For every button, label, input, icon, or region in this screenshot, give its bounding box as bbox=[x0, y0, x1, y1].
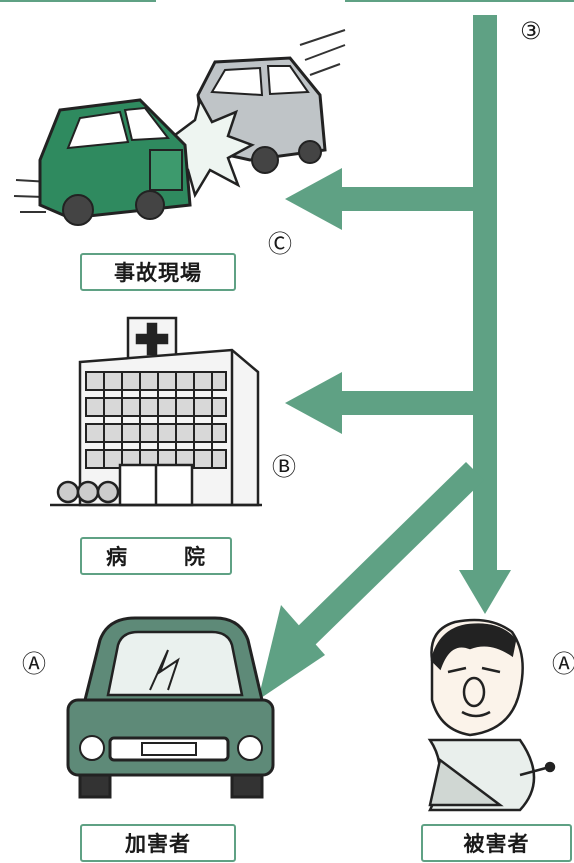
branch-car-line bbox=[294, 462, 484, 648]
label-accident-scene-text: 事故現場 bbox=[114, 261, 202, 285]
marker-car: Ⓐ bbox=[22, 650, 46, 678]
label-hospital-char-2: 院 bbox=[184, 545, 206, 569]
branch-car-arrowhead bbox=[258, 605, 325, 700]
car-crash-icon bbox=[13, 29, 346, 226]
label-perpetrator: 加害者 bbox=[80, 824, 236, 862]
trunk-line bbox=[473, 15, 497, 575]
marker-hospital: Ⓑ bbox=[272, 453, 296, 481]
branch-scene-line bbox=[338, 187, 478, 211]
label-hospital-char-1: 病 bbox=[106, 545, 128, 569]
injured-person-icon bbox=[427, 618, 556, 812]
perpetrator-car-icon bbox=[66, 616, 275, 799]
marker-scene: Ⓒ bbox=[268, 230, 292, 258]
branch-hospital-arrowhead bbox=[285, 372, 342, 434]
label-hospital: 病 院 bbox=[80, 537, 232, 575]
trunk-arrowhead bbox=[459, 570, 511, 614]
label-perpetrator-text: 加害者 bbox=[125, 832, 191, 856]
marker-victim: Ⓐ bbox=[552, 650, 574, 678]
label-accident-scene: 事故現場 bbox=[80, 253, 236, 291]
branch-hospital-line bbox=[338, 391, 478, 415]
flow-arrows bbox=[258, 15, 511, 700]
branch-scene-arrowhead bbox=[285, 168, 342, 230]
label-victim: 被害者 bbox=[421, 824, 572, 862]
marker-top: ③ bbox=[520, 17, 542, 45]
label-victim-text: 被害者 bbox=[463, 832, 530, 856]
hospital-building-icon bbox=[50, 316, 262, 507]
